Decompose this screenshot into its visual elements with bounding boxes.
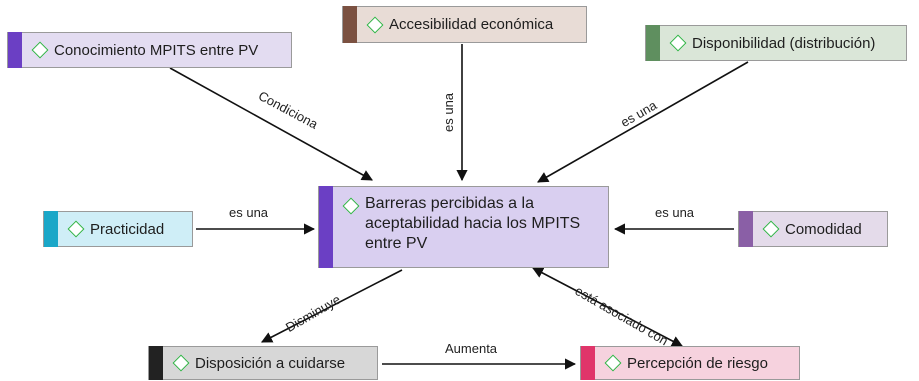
node-label: Barreras percibidas a la aceptabilidad h… xyxy=(365,195,581,252)
node-barreras[interactable]: Barreras percibidas a la aceptabilidad h… xyxy=(318,186,609,268)
node-label: Practicidad xyxy=(90,220,165,238)
node-color-bar xyxy=(149,346,163,380)
edge-label-es-una-accesibilidad: es una xyxy=(441,92,456,132)
node-color-bar xyxy=(343,6,357,43)
node-conocimiento[interactable]: Conocimiento MPITS entre PV xyxy=(7,32,292,68)
node-color-bar xyxy=(44,211,58,247)
node-label: Disponibilidad (distribución) xyxy=(692,34,876,52)
concept-diamond-icon xyxy=(762,220,780,238)
concept-diamond-icon xyxy=(172,354,190,372)
edge-conocimiento-barreras xyxy=(169,67,373,181)
edge-disponibilidad-barreras xyxy=(537,61,749,183)
concept-diamond-icon xyxy=(669,34,687,52)
node-color-bar xyxy=(646,25,660,61)
node-percepcion[interactable]: Percepción de riesgo xyxy=(580,346,800,380)
node-accesibilidad[interactable]: Accesibilidad económica xyxy=(342,6,587,43)
node-color-bar xyxy=(739,211,753,247)
node-disposicion[interactable]: Disposición a cuidarse xyxy=(148,346,378,380)
edge-label-es-una-practicidad: es una xyxy=(229,205,269,220)
concept-diamond-icon xyxy=(342,197,360,215)
edge-label-es-una-comodidad: es una xyxy=(655,205,695,220)
edge-label-aumenta: Aumenta xyxy=(445,341,498,356)
node-label: Comodidad xyxy=(785,220,862,238)
node-practicidad[interactable]: Practicidad xyxy=(43,211,193,247)
node-disponibilidad[interactable]: Disponibilidad (distribución) xyxy=(645,25,907,61)
concept-diamond-icon xyxy=(366,16,384,33)
node-color-bar xyxy=(319,186,333,268)
node-label: Percepción de riesgo xyxy=(627,354,768,372)
concept-diamond-icon xyxy=(31,41,49,59)
node-label: Disposición a cuidarse xyxy=(195,354,346,372)
node-comodidad[interactable]: Comodidad xyxy=(738,211,888,247)
concept-diamond-icon xyxy=(604,354,622,372)
node-label: Conocimiento MPITS entre PV xyxy=(54,41,259,59)
node-color-bar xyxy=(581,346,595,380)
node-label: Accesibilidad económica xyxy=(389,16,554,33)
edge-barreras-disposicion xyxy=(261,269,403,343)
node-color-bar xyxy=(8,32,22,68)
edge-percepcion-barreras xyxy=(532,267,683,347)
concept-diamond-icon xyxy=(67,220,85,238)
